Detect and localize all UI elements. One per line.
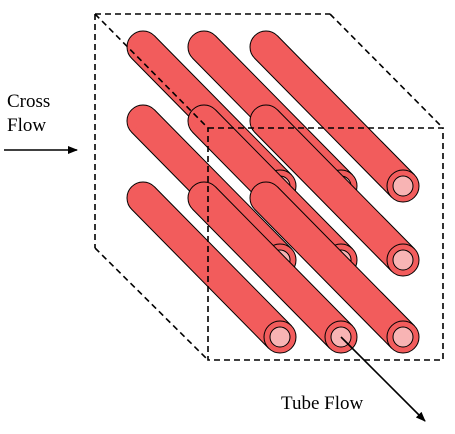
tube-edge-lower [154,35,292,176]
tube-bank [126,30,420,354]
tube-edge-lower [215,186,353,327]
box-edge-front-diagonal-top-left [94,13,209,129]
box-front-rectangle [207,127,444,361]
tube-edge-upper [254,208,392,349]
tube-edge-lower [215,35,353,176]
tube-flow-arrow [340,336,426,422]
tube-row3-col1 [126,181,297,354]
cross-flow-label-line2: Flow [7,115,47,136]
tube-body [254,186,415,349]
tube-edge-upper [131,208,269,349]
tube-edge-lower [154,109,292,250]
cross-flow-label-line1: Cross [7,91,51,112]
tube-opening [269,326,291,348]
tube-body [131,186,292,349]
box-edge-back-diagonal-bottom-left [94,247,209,361]
tube-edge-lower [277,109,415,250]
tube-flow-label: Tube Flow [281,393,364,414]
tube-edge-upper [254,131,392,272]
tube-edge-lower [215,109,353,250]
tube-opening [392,175,414,197]
tube-body [254,35,415,198]
tube-row1-col3 [249,30,420,203]
tube-row2-col3 [249,104,420,277]
tube-edge-upper [192,208,330,349]
cross-flow-label: Cross Flow [7,90,50,138]
tube-body [254,109,415,272]
tube-edge-lower [154,186,292,327]
tube-opening [392,249,414,271]
box-front-face [94,13,444,361]
box-edge-back-diagonal-top-right [329,13,444,129]
tube-edge-lower [277,35,415,176]
box-back-edges [94,13,444,361]
tube-opening [392,326,414,348]
tube-edge-lower [277,186,415,327]
tube-body [192,186,353,349]
tube-row3-col3 [249,181,420,354]
